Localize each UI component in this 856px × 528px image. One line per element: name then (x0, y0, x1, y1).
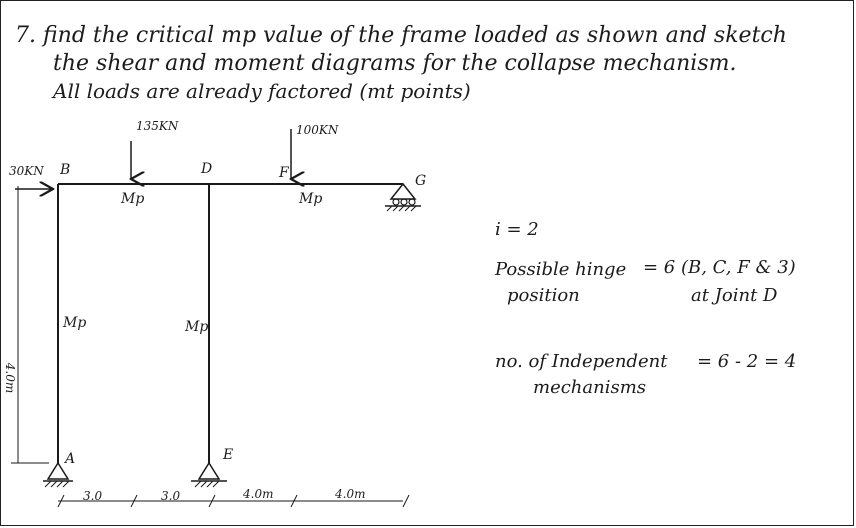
dim-label-2: 3.0 (161, 489, 181, 503)
dim-label-1: 3.0 (83, 489, 103, 503)
solution-i: i = 2 (495, 219, 539, 240)
support-e-pin (191, 461, 227, 488)
hinge-label-1: Possible hinge (495, 259, 627, 280)
member-label-ab: Mp (63, 315, 87, 331)
hinge-note: at Joint D (691, 285, 778, 306)
hinge-value: = 6 (B, C, F & 3) (643, 257, 796, 278)
node-e: E (223, 447, 234, 463)
load-label-100: 100KN (296, 123, 339, 137)
node-a: A (65, 451, 76, 467)
mech-label-1: no. of Independent (495, 351, 668, 372)
problem-line-3: All loads are already factored (mt point… (53, 79, 471, 103)
support-a-pin (43, 461, 73, 488)
problem-line-2: the shear and moment diagrams for the co… (53, 51, 737, 76)
dim-label-4: 4.0m (335, 487, 366, 501)
support-g-roller (385, 182, 421, 212)
load-label-135: 135KN (136, 119, 179, 133)
mech-value: = 6 - 2 = 4 (697, 351, 797, 372)
problem-line-1: 7. find the critical mp value of the fra… (15, 23, 787, 48)
dim-label-3: 4.0m (243, 487, 274, 501)
load-label-30: 30KN (9, 164, 44, 178)
hinge-label-2: position (507, 285, 580, 306)
node-f: F (279, 165, 289, 181)
node-g: G (415, 173, 427, 189)
member-label-de: Mp (185, 319, 209, 335)
node-b: B (60, 162, 71, 178)
height-dim-label: 4.0m (3, 362, 18, 394)
member-label-bd: Mp (121, 191, 145, 207)
mech-label-2: mechanisms (533, 377, 647, 398)
member-label-fg: Mp (299, 191, 323, 207)
node-d: D (201, 161, 213, 177)
